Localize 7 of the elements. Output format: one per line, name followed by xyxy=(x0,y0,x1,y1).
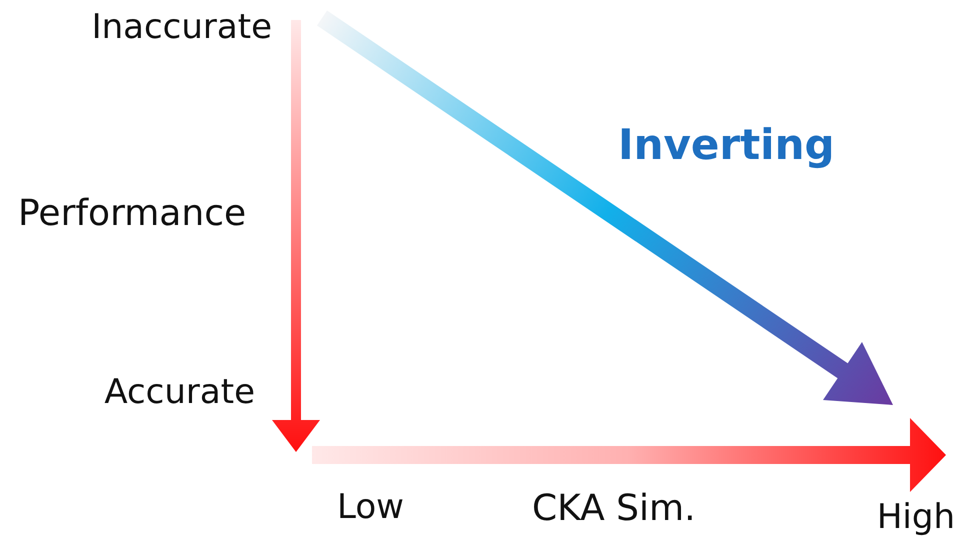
axis-title: CKA Sim. xyxy=(532,488,696,530)
axis-label: High xyxy=(876,498,955,537)
arrow-label: Inverting xyxy=(618,120,835,170)
axis-label: Accurate xyxy=(104,372,255,412)
axis-label: Low xyxy=(337,488,404,527)
axis-label: Inaccurate xyxy=(92,8,272,47)
axis-title: Performance xyxy=(18,193,246,235)
